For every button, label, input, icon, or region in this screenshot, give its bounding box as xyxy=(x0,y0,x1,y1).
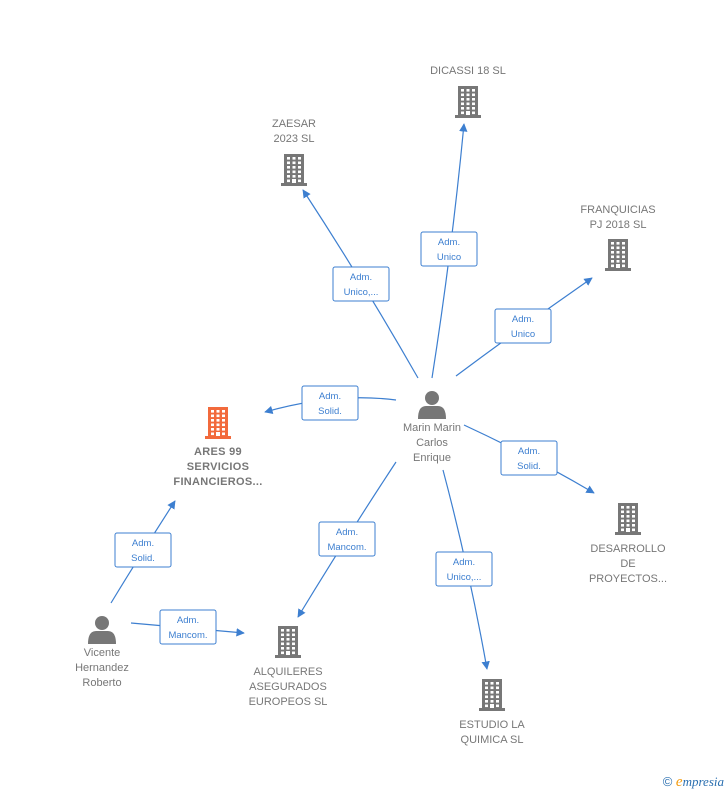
node-label: FRANQUICIAS xyxy=(580,204,655,216)
edge-label-text: Unico,... xyxy=(447,572,482,583)
edge-label-text: Adm. xyxy=(319,391,341,402)
node-label: Carlos xyxy=(416,437,448,449)
edge-label-vicente-alquileres[interactable]: Adm. Mancom. xyxy=(159,609,217,645)
edge-label-text: Adm. xyxy=(453,557,475,568)
node-label: Enrique xyxy=(413,452,451,464)
node-ares[interactable]: ARES 99 SERVICIOS FINANCIEROS... xyxy=(173,407,262,488)
brand-initial: e xyxy=(675,774,683,790)
edge-label-text: Adm. xyxy=(518,446,540,457)
edge-label-text: Unico xyxy=(437,252,461,263)
node-franquicias[interactable]: FRANQUICIAS PJ 2018 SL xyxy=(580,204,656,271)
node-label: DICASSI 18 SL xyxy=(430,65,506,77)
edge-label-text: Adm. xyxy=(177,615,199,626)
node-label: EUROPEOS SL xyxy=(249,696,328,708)
person-icon xyxy=(88,616,116,644)
node-zaesar[interactable]: ZAESAR 2023 SL xyxy=(272,118,316,186)
node-estudio[interactable]: ESTUDIO LA QUIMICA SL xyxy=(459,679,525,746)
node-label: DESARROLLO xyxy=(590,543,666,555)
person-icon xyxy=(418,391,446,419)
building-icon xyxy=(275,626,301,658)
edge-label-box xyxy=(500,440,558,476)
building-icon xyxy=(205,407,231,439)
edge-label-text: Mancom. xyxy=(168,630,207,641)
edge-label-marin-franquicias[interactable]: Adm. Unico xyxy=(494,308,552,344)
edge-label-text: Adm. xyxy=(512,314,534,325)
edge-label-box xyxy=(159,609,217,645)
edge-label-text: Adm. xyxy=(438,237,460,248)
building-icon xyxy=(605,239,631,271)
edge-label-marin-estudio[interactable]: Adm. Unico,... xyxy=(435,551,493,587)
building-icon xyxy=(479,679,505,711)
node-label: DE xyxy=(620,558,635,570)
edge-label-box xyxy=(301,385,359,421)
node-label: ASEGURADOS xyxy=(249,681,327,693)
node-label: PROYECTOS... xyxy=(589,573,667,585)
edge-label-marin-zaesar[interactable]: Adm. Unico,... xyxy=(332,266,390,302)
building-icon xyxy=(615,503,641,535)
edge-label-box xyxy=(318,521,376,557)
node-label: 2023 SL xyxy=(274,133,315,145)
edge-label-box xyxy=(420,231,478,267)
edge-label-text: Mancom. xyxy=(327,542,366,553)
copyright-icon: © xyxy=(662,774,673,789)
edge-label-marin-dicassi[interactable]: Adm. Unico xyxy=(420,231,478,267)
edge-label-text: Solid. xyxy=(517,461,541,472)
building-icon xyxy=(455,86,481,118)
node-label: ZAESAR xyxy=(272,118,316,130)
edge-label-box xyxy=(114,532,172,568)
edge-label-text: Adm. xyxy=(132,538,154,549)
edge-label-marin-alquileres[interactable]: Adm. Mancom. xyxy=(318,521,376,557)
node-label: Vicente xyxy=(84,647,121,659)
building-icon xyxy=(281,154,307,186)
node-alquileres[interactable]: ALQUILERES ASEGURADOS EUROPEOS SL xyxy=(249,626,328,708)
node-dicassi[interactable]: DICASSI 18 SL xyxy=(430,65,506,118)
empresia-logo[interactable]: © empresia xyxy=(663,774,724,791)
node-label: QUIMICA SL xyxy=(461,734,524,746)
edge-label-text: Unico xyxy=(511,329,535,340)
edge-label-vicente-ares[interactable]: Adm. Solid. xyxy=(114,532,172,568)
node-label: ESTUDIO LA xyxy=(459,719,525,731)
node-label: ALQUILERES xyxy=(253,666,322,678)
node-label: Marin Marin xyxy=(403,422,461,434)
edge-label-text: Adm. xyxy=(336,527,358,538)
edge-label-box xyxy=(435,551,493,587)
edge-label-text: Adm. xyxy=(350,272,372,283)
edge-label-text: Unico,... xyxy=(344,287,379,298)
edge-label-text: Solid. xyxy=(318,406,342,417)
node-label: PJ 2018 SL xyxy=(590,219,647,231)
node-desarrollo[interactable]: DESARROLLO DE PROYECTOS... xyxy=(589,503,667,585)
node-label: Roberto xyxy=(82,677,121,689)
node-label: Hernandez xyxy=(75,662,129,674)
node-label: FINANCIEROS... xyxy=(173,476,262,488)
edge-label-marin-desarrollo[interactable]: Adm. Solid. xyxy=(500,440,558,476)
brand-name: mpresia xyxy=(682,774,724,789)
node-label: ARES 99 xyxy=(194,446,242,458)
edge-label-marin-ares[interactable]: Adm. Solid. xyxy=(301,385,359,421)
edge-label-box xyxy=(332,266,390,302)
edge-label-text: Solid. xyxy=(131,553,155,564)
edge-label-box xyxy=(494,308,552,344)
node-label: SERVICIOS xyxy=(187,461,249,473)
